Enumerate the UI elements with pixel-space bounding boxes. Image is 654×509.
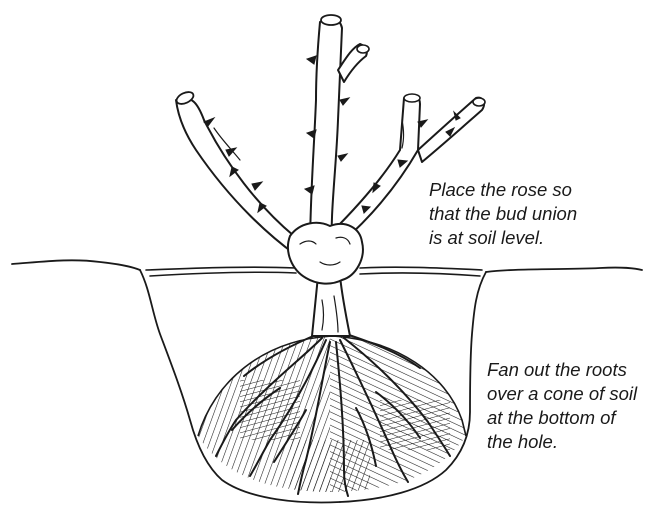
caption-line: at the bottom of: [487, 406, 637, 430]
left-cane: [176, 98, 306, 262]
caption-line: is at soil level.: [429, 226, 577, 250]
rose-shank: [312, 276, 350, 336]
caption-line: Place the rose so: [429, 178, 577, 202]
right-cane: [332, 95, 420, 244]
caption-line: the hole.: [487, 430, 637, 454]
bud-union: [288, 223, 363, 284]
caption-line: that the bud union: [429, 202, 577, 226]
caption-line: Fan out the roots: [487, 358, 637, 382]
soil-surface-right: [486, 268, 642, 272]
bud-union-placement-caption: Place the rose so that the bud union is …: [429, 178, 577, 250]
roots-spread-caption: Fan out the roots over a cone of soil at…: [487, 358, 637, 454]
caption-line: over a cone of soil: [487, 382, 637, 406]
soil-mound: [190, 330, 480, 500]
soil-surface-left: [12, 260, 140, 270]
